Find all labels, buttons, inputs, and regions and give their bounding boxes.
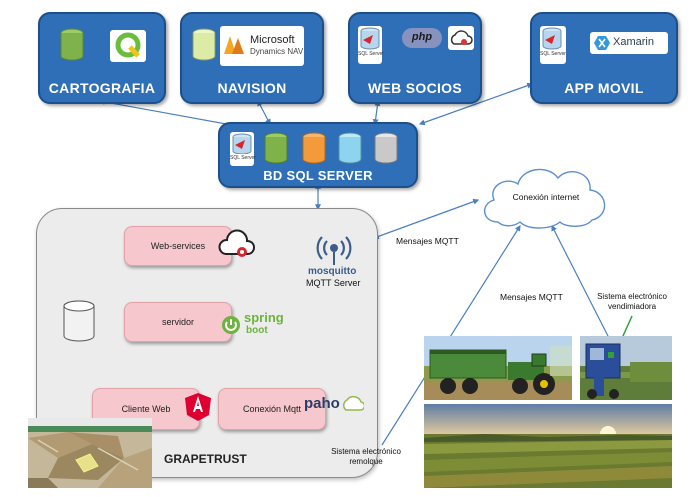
- database-icon: [192, 28, 216, 61]
- database-gray-icon: [374, 132, 398, 164]
- navision-box: Microsoft Dynamics NAV NAVISION: [180, 12, 324, 104]
- conexion-mqtt-module: Conexión Mqtt: [218, 388, 326, 430]
- vendimiadora-label: Sistema electrónico vendimiadora: [597, 292, 667, 311]
- php-text: php: [411, 31, 433, 43]
- cloud-label: Conexión internet: [512, 192, 580, 202]
- arrow-app-bd: [418, 82, 534, 126]
- paho-logo-icon: paho: [304, 392, 364, 418]
- map-photo: [28, 418, 152, 488]
- sql-server-text: SQL Server: [230, 155, 256, 161]
- app-movil-box: SQL Server Xamarin APP MOVIL: [530, 12, 678, 104]
- grapetrust-label: GRAPETRUST: [164, 452, 247, 466]
- database-icon: [63, 300, 95, 342]
- remolque-label-line2: remolque: [349, 457, 383, 466]
- dynamics-nav-text: Dynamics NAV: [250, 47, 304, 56]
- vineyard-photo: [424, 404, 672, 488]
- cliente-web-label: Cliente Web: [121, 404, 171, 414]
- navision-label: NAVISION: [217, 80, 287, 96]
- arrow-navision-bd: [257, 99, 271, 126]
- remolque-label-line1: Sistema electrónico: [331, 447, 401, 456]
- cartografia-box: CARTOGRAFIA: [38, 12, 166, 104]
- web-services-label: Web-services: [150, 241, 206, 251]
- cloud-gear-icon: [448, 26, 474, 50]
- database-green-icon: [264, 132, 288, 164]
- paho-text: paho: [304, 395, 340, 412]
- database-orange-icon: [302, 132, 326, 164]
- boot-text: boot: [246, 325, 268, 336]
- bd-sql-server-label: BD SQL SERVER: [263, 168, 373, 183]
- bd-sql-server-box: SQL Server BD SQL SERVER: [218, 122, 418, 188]
- web-services-module: Web-services: [124, 226, 232, 266]
- arrow-grapetrust-cloud: [372, 198, 480, 240]
- xamarin-text: Xamarin: [613, 36, 654, 48]
- conexion-mqtt-label: Conexión Mqtt: [242, 404, 302, 414]
- database-cyan-icon: [338, 132, 362, 164]
- web-socios-label: WEB SOCIOS: [367, 80, 462, 96]
- spring-text: spring: [244, 310, 284, 325]
- sql-server-text: SQL Server: [358, 51, 384, 57]
- mensajes-mqtt-label-2: Mensajes MQTT: [500, 292, 563, 302]
- microsoft-text: Microsoft: [250, 34, 295, 46]
- servidor-module: servidor: [124, 302, 232, 342]
- dynamics-nav-logo-icon: Microsoft Dynamics NAV: [220, 26, 304, 66]
- harvester-photo: [580, 336, 672, 400]
- arrow-websocios-bd: [372, 99, 381, 126]
- sql-server-logo-icon: SQL Server: [540, 26, 566, 64]
- angular-logo-icon: [185, 393, 211, 421]
- sql-server-logo-icon: SQL Server: [230, 132, 256, 166]
- sql-server-logo-icon: SQL Server: [358, 26, 384, 64]
- tractor-photo: [424, 336, 572, 400]
- internet-cloud-shape: [484, 168, 606, 229]
- sql-server-text: SQL Server: [540, 51, 566, 57]
- mosquitto-text: mosquitto: [308, 266, 357, 277]
- mensajes-mqtt-label-1: Mensajes MQTT: [396, 236, 459, 246]
- database-icon: [60, 28, 84, 61]
- app-movil-label: APP MOVIL: [564, 80, 644, 96]
- cartografia-label: CARTOGRAFIA: [48, 80, 156, 96]
- arrow-vendimiadora-cloud: [551, 224, 611, 341]
- mqtt-server-label: MQTT Server: [306, 278, 361, 288]
- arrow-remolque-cloud: [381, 224, 521, 446]
- xamarin-logo-icon: Xamarin: [590, 32, 668, 54]
- qgis-logo-icon: [110, 30, 146, 62]
- servidor-label: servidor: [161, 317, 194, 327]
- php-logo-icon: php: [402, 28, 442, 48]
- cloud-gear-icon: [218, 228, 258, 262]
- mosquitto-antenna-icon: [316, 236, 352, 265]
- web-socios-box: SQL Server php WEB SOCIOS: [348, 12, 482, 104]
- spring-boot-logo-icon: spring boot: [220, 308, 284, 340]
